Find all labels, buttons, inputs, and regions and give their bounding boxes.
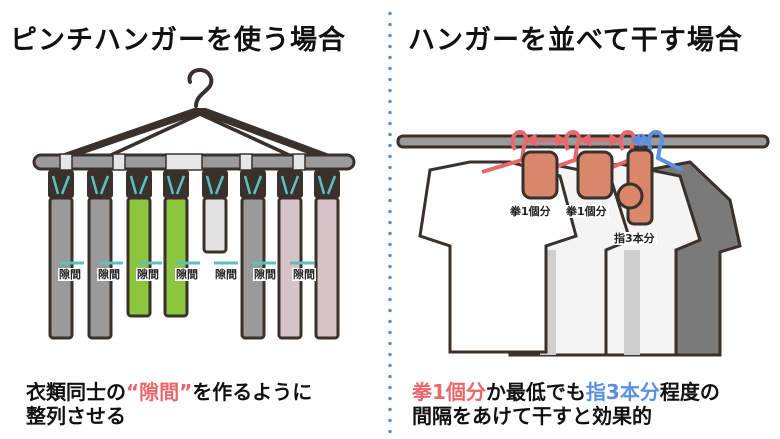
fist-width-label: 拳1個分: [564, 205, 609, 218]
caption-text: か最低でも: [485, 380, 586, 404]
right-panel-caption: 拳1個分か最低でも指3本分程度の 間隔をあけて干すと効果的: [412, 380, 720, 428]
gap-label: 隙間: [253, 268, 277, 281]
gap-label: 隙間: [214, 268, 238, 281]
three-fingers-width-label: 指3本分: [612, 232, 657, 245]
left-panel-title: ピンチハンガーを使う場合: [10, 25, 346, 56]
fist-width-label: 拳1個分: [508, 205, 553, 218]
caption-text: 衣類同士の: [26, 380, 126, 404]
left-panel-caption: 衣類同士の“隙間”を作るように 整列させる: [26, 380, 312, 428]
caption-highlight-fist: 拳1個分: [412, 380, 486, 404]
left-panel-pinch-hanger: ピンチハンガーを使う場合: [0, 0, 380, 439]
gap-label: 隙間: [58, 268, 82, 281]
dotted-divider: [388, 8, 392, 434]
pinch-hanger-illustration: [32, 67, 356, 340]
caption-text: 程度の: [659, 380, 720, 404]
gap-label: 隙間: [292, 268, 316, 281]
gap-label: 隙間: [136, 268, 160, 281]
gap-label: 隙間: [175, 268, 199, 281]
gap-label: 隙間: [97, 268, 121, 281]
caption-highlight-fingers: 指3本分: [585, 380, 660, 404]
caption-text: を作るように: [192, 380, 313, 404]
caption-line2: 間隔をあけて干すと効果的: [412, 404, 652, 428]
right-panel-title: ハンガーを並べて干す場合: [408, 25, 743, 56]
caption-highlight-gap: “隙間”: [126, 380, 193, 404]
caption-line2: 整列させる: [26, 404, 126, 428]
right-panel-hanger-rows: ハンガーを並べて干す場合 拳1個: [390, 0, 780, 439]
shirts-on-rod-illustration: [396, 129, 770, 357]
